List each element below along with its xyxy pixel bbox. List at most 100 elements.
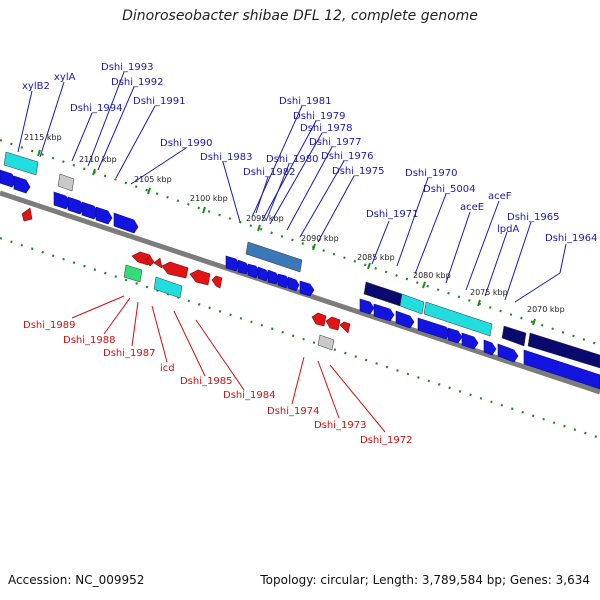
tick-mark: [477, 299, 481, 307]
tick-label: 2110 kbp: [79, 155, 117, 164]
reverse-gene: [189, 269, 211, 286]
leader-line: [559, 243, 567, 274]
gene-label: Dshi_1971: [366, 209, 418, 220]
leader-line: [414, 193, 447, 275]
reverse-label-group: Dshi_1989 Dshi_1988 Dshi_1987 icd Dshi_1…: [23, 320, 412, 446]
leader-line: [396, 177, 429, 267]
leader-line: [291, 356, 305, 405]
leader-line: [130, 147, 187, 185]
leader-line: [131, 301, 139, 347]
forward-gene: [483, 339, 497, 356]
tick-mark: [147, 187, 151, 195]
navy-feature: [527, 332, 600, 369]
steel-feature: [245, 241, 303, 273]
gene-label: lpdA: [497, 224, 519, 235]
leader-line: [17, 90, 33, 153]
tick-label: 2070 kbp: [527, 305, 565, 314]
gene-label: Dshi_1977: [309, 137, 361, 148]
gene-label: Dshi_1993: [101, 62, 153, 73]
forward-gene: [113, 212, 139, 234]
forward-gene: [13, 175, 31, 194]
tick-mark: [367, 262, 371, 270]
tick-label: 2100 kbp: [190, 194, 228, 203]
leader-line: [87, 71, 125, 167]
forward-gene: [95, 206, 113, 225]
gene-label: Dshi_1965: [507, 212, 559, 223]
tick-mark: [532, 318, 536, 326]
leader-line: [317, 175, 355, 243]
gene-label: Dshi_1975: [332, 166, 384, 177]
leader-line: [286, 146, 333, 231]
tick-label: 2080 kbp: [413, 271, 451, 280]
tick-label: 2115 kbp: [24, 133, 62, 142]
forward-gene: [67, 196, 85, 215]
forward-gene: [447, 327, 463, 344]
leader-line: [269, 132, 323, 225]
tick-label: 2105 kbp: [134, 175, 172, 184]
leader-line: [329, 364, 386, 433]
cyan-feature: [3, 151, 39, 176]
gene-label: Dshi_1981: [279, 96, 331, 107]
gene-label: Dshi_1983: [200, 152, 252, 163]
forward-gene: [497, 343, 519, 363]
reverse-gene: [339, 321, 351, 334]
gene-label: Dshi_1985: [180, 376, 232, 387]
reverse-gene: [153, 257, 163, 269]
tick-mark: [257, 224, 261, 232]
reverse-gene: [21, 207, 33, 222]
gene-label: Dshi_1992: [111, 77, 163, 88]
forward-gene: [237, 259, 250, 275]
gene-label: Dshi_1987: [103, 348, 155, 359]
cyan-feature: [153, 276, 183, 299]
leader-line: [222, 161, 241, 223]
tick-mark: [92, 168, 96, 176]
gene-label: Dshi_1990: [160, 138, 212, 149]
leader-line: [173, 310, 206, 377]
gene-label: Dshi_1980: [266, 154, 318, 165]
forward-gene: [287, 276, 300, 292]
gene-label: Dshi_1974: [267, 406, 319, 417]
gene-label: xylB2: [22, 81, 50, 92]
gray-feature: [317, 334, 335, 351]
leader-line: [255, 176, 269, 214]
tick-label: 2085 kbp: [357, 253, 395, 262]
leader-line: [299, 160, 345, 238]
forward-label-group: xylB2 xylA Dshi_1993 Dshi_1992 Dshi_1994…: [22, 62, 597, 244]
scale-dots: [0, 138, 600, 440]
leader-line: [514, 272, 561, 303]
upper-dotted-track: [0, 138, 600, 347]
reverse-leaders: [71, 295, 386, 433]
leader-line: [103, 297, 131, 335]
reverse-gene: [311, 312, 327, 327]
feature-boxes: [3, 151, 600, 369]
leader-line: [265, 163, 290, 222]
reverse-gene: [325, 316, 341, 331]
forward-gene: [395, 310, 415, 329]
gene-label: icd: [160, 363, 175, 374]
leader-line: [71, 295, 125, 319]
forward-gene: [373, 303, 395, 322]
forward-gene: [267, 269, 280, 285]
tick-label: 2075 kbp: [470, 288, 508, 297]
leader-line: [445, 211, 471, 284]
leader-line: [317, 360, 340, 419]
cyan-feature: [423, 301, 493, 337]
gene-label: Dshi_1994: [70, 103, 122, 114]
leader-line: [71, 112, 93, 162]
leader-line: [371, 220, 390, 265]
tick-mark: [312, 243, 316, 251]
forward-gene: [0, 169, 17, 188]
green-feature: [123, 264, 143, 283]
gene-label: Dshi_1978: [300, 123, 352, 134]
forward-gene: [81, 201, 99, 220]
navy-feature: [501, 325, 527, 347]
forward-gene: [299, 280, 315, 297]
gene-label: Dshi_1991: [133, 96, 185, 107]
gene-label: aceF: [488, 191, 512, 202]
forward-gene: [359, 298, 375, 315]
gene-label: aceE: [460, 202, 484, 213]
gene-label: Dshi_1988: [63, 335, 115, 346]
gene-label: Dshi_1964: [545, 233, 597, 244]
gene-label: Dshi_1984: [223, 390, 275, 401]
